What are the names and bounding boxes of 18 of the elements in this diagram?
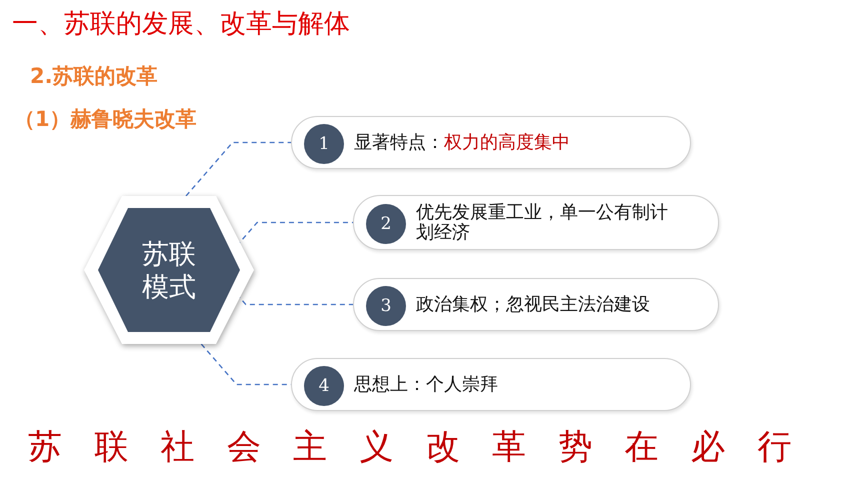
slide-title: 一、苏联的发展、改革与解体 xyxy=(12,8,350,41)
connector-line xyxy=(186,142,291,196)
section-heading: 2.苏联的改革 xyxy=(30,63,158,90)
item-text: 优先发展重工业，单一公有制计划经济 xyxy=(416,202,669,242)
number-circle: 4 xyxy=(304,366,344,406)
conclusion-text: 苏联社会主义改革势在必行 xyxy=(28,426,824,469)
rounded-item-box xyxy=(291,358,691,411)
number-circle: 3 xyxy=(366,286,406,326)
number-circle: 2 xyxy=(366,204,406,244)
item-text: 政治集权；忽视民主法治建设 xyxy=(416,294,651,314)
item-text: 显著特点：权力的高度集中 xyxy=(354,132,571,152)
rounded-item-box xyxy=(291,116,691,169)
hexagon-label: 苏联模式 xyxy=(141,238,197,304)
number-circle: 1 xyxy=(304,124,344,164)
subsection-heading: （1）赫鲁晓夫改革 xyxy=(14,106,197,133)
rounded-item-box xyxy=(353,278,719,331)
rounded-item-box xyxy=(353,195,719,250)
item-text: 思想上：个人崇拜 xyxy=(354,374,499,394)
